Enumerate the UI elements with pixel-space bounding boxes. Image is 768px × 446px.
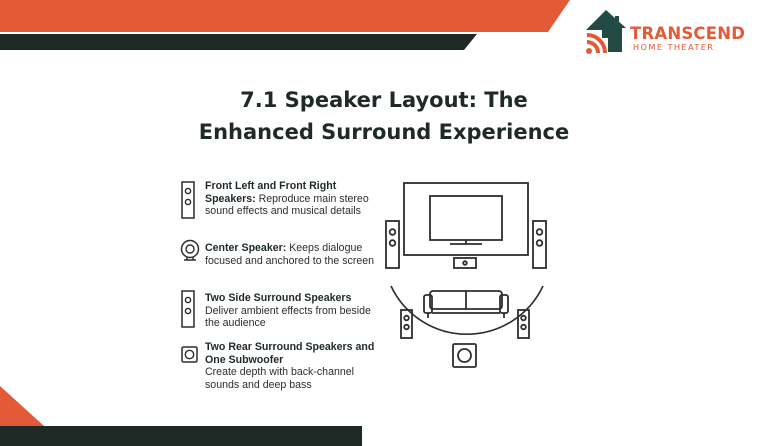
subwoofer-driver bbox=[457, 348, 472, 363]
front-left-driver-top bbox=[388, 228, 397, 236]
legend-bold: Two Rear Surround Speakers and One Subwo… bbox=[205, 341, 375, 366]
top-dark-band bbox=[0, 34, 477, 50]
front-right-speaker bbox=[532, 220, 547, 269]
subwoofer-icon bbox=[181, 346, 198, 363]
legend-bold: Front Left and Front Right Speakers: bbox=[205, 180, 337, 205]
side-surround-right bbox=[517, 309, 530, 339]
legend-bold: Two Side Surround Speakers bbox=[205, 292, 352, 304]
center-speaker-driver bbox=[462, 260, 468, 266]
front-left-speaker bbox=[385, 220, 400, 269]
legend-desc: Create depth with back-channel sounds an… bbox=[205, 366, 354, 391]
center-speaker bbox=[453, 257, 477, 269]
legend-desc: Deliver ambient effects from beside the … bbox=[205, 304, 371, 330]
side-left-driver-top bbox=[403, 314, 410, 322]
screen-frame bbox=[403, 182, 529, 256]
surround-arc bbox=[390, 285, 544, 335]
page-title: 7.1 Speaker Layout: The Enhanced Surroun… bbox=[0, 84, 768, 148]
side-speaker-icon bbox=[181, 290, 195, 328]
front-left-driver-bottom bbox=[388, 239, 397, 247]
house-wifi-icon bbox=[586, 10, 626, 54]
legend-bold: Center Speaker: bbox=[205, 242, 287, 254]
brand-name: TRANSCEND bbox=[630, 24, 746, 43]
side-right-driver-top bbox=[520, 314, 527, 322]
legend-text: Two Rear Surround Speakers and One Subwo… bbox=[205, 341, 385, 391]
tv bbox=[429, 195, 503, 241]
side-left-driver-bottom bbox=[403, 323, 410, 331]
legend-text: Center Speaker: Keeps dialogue focused a… bbox=[205, 242, 385, 267]
title-line-1: 7.1 Speaker Layout: The bbox=[240, 88, 528, 112]
legend-text: Front Left and Front Right Speakers: Rep… bbox=[205, 180, 385, 218]
legend-desc: Keeps dialogue focused and anchored to t… bbox=[205, 242, 375, 267]
front-right-driver-top bbox=[535, 228, 544, 236]
side-right-driver-bottom bbox=[520, 323, 527, 331]
side-surround-left bbox=[400, 309, 413, 339]
bottom-dark-band bbox=[0, 426, 362, 446]
legend-desc: Reproduce main stereo sound effects and … bbox=[205, 192, 369, 218]
brand-logo: TRANSCEND HOME THEATER bbox=[584, 8, 764, 56]
subwoofer bbox=[452, 343, 477, 368]
tower-speaker-icon bbox=[181, 181, 195, 219]
bottom-left-orange-triangle bbox=[0, 386, 44, 426]
top-orange-band bbox=[0, 0, 570, 32]
title-line-2: Enhanced Surround Experience bbox=[198, 120, 570, 144]
center-speaker-icon bbox=[180, 239, 200, 261]
front-right-driver-bottom bbox=[535, 239, 544, 247]
brand-subtitle: HOME THEATER bbox=[633, 42, 715, 52]
